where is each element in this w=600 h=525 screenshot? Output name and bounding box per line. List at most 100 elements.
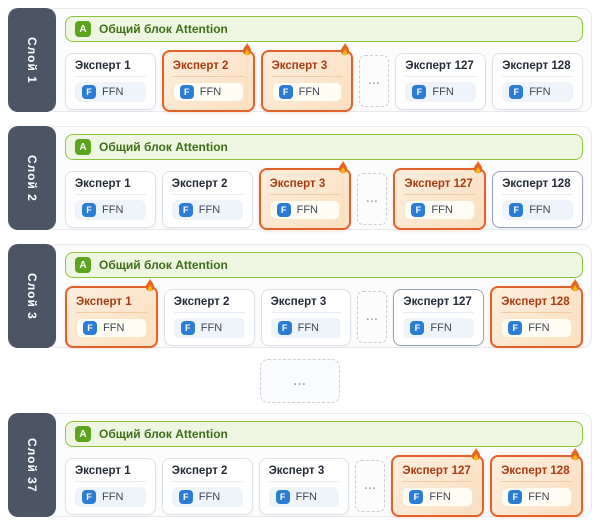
ffn-block: F FFN [75, 81, 146, 102]
divider [502, 193, 573, 195]
expert-title: Эксперт 1 [75, 177, 131, 190]
ffn-icon: F [82, 489, 96, 504]
expert-card: Эксперт 128 F FFN [490, 278, 583, 348]
experts-row: Эксперт 1 F FFN Эксперт 2 F FFN Эксперт … [65, 447, 583, 517]
ffn-block: F FFN [271, 82, 343, 102]
ffn-label: FFN [296, 204, 318, 216]
ffn-block: F FFN [502, 199, 573, 220]
expert-card: Эксперт 3 F FFN [258, 457, 350, 515]
expert-title: Эксперт 127 [402, 465, 471, 477]
ffn-block: F FFN [268, 486, 340, 507]
expert-card: Эксперт 127 F FFN [393, 160, 487, 230]
ffn-label: FFN [199, 86, 222, 98]
expert-title: Эксперт 3 [268, 464, 325, 477]
attention-icon: A [75, 426, 91, 442]
expert-card: Эксперт 127 F FFN [395, 52, 487, 110]
divider [268, 480, 340, 482]
divider [271, 76, 343, 77]
layer-row: Слой 1 A Общий блок Attention Эксперт 1 … [8, 8, 592, 112]
ffn-label: FFN [529, 203, 551, 216]
attention-block: A Общий блок Attention [65, 421, 583, 447]
experts-ellipsis: ... [355, 460, 386, 512]
expert-card: Эксперт 2 F FFN [161, 457, 253, 515]
expert-title: Эксперт 1 [76, 296, 132, 308]
ffn-icon: F [278, 85, 293, 99]
expert-title: Эксперт 1 [75, 464, 131, 477]
divider [75, 75, 146, 77]
expert-card: Эксперт 3 F FFN [260, 42, 354, 112]
expert-card: Эксперт 1 F FFN [65, 457, 156, 515]
ffn-icon: F [411, 203, 426, 217]
ffn-icon: F [83, 321, 97, 335]
layer-panel: A Общий блок Attention Эксперт 1 F FFN Э… [46, 126, 592, 230]
layer-panel: A Общий блок Attention Эксперт 1 F FFN Э… [46, 413, 592, 517]
ffn-icon: F [82, 202, 96, 217]
fire-icon [566, 446, 584, 464]
expert-card: Эксперт 1 F FFN [65, 170, 156, 228]
ffn-label: FFN [429, 491, 451, 503]
fire-icon [469, 159, 487, 177]
ffn-block: F FFN [270, 317, 342, 338]
expert-title: Эксперт 128 [502, 59, 571, 72]
ffn-block: F FFN [172, 82, 244, 102]
layer-row: Слой 3 A Общий блок Attention Эксперт 1 … [8, 244, 592, 348]
divider [75, 480, 146, 482]
divider [502, 75, 573, 77]
layer-panel: A Общий блок Attention Эксперт 1 F FFN Э… [46, 244, 592, 348]
ffn-label: FFN [200, 321, 223, 334]
ffn-label: FFN [102, 490, 124, 503]
fire-icon [566, 277, 584, 295]
fire-icon [238, 41, 256, 59]
ffn-label: FFN [432, 85, 454, 98]
expert-card: Эксперт 128 F FFN [492, 52, 583, 110]
layer-panel: A Общий блок Attention Эксперт 1 F FFN Э… [46, 8, 592, 112]
attention-block: A Общий блок Attention [65, 252, 583, 278]
moe-architecture-diagram: Слой 1 A Общий блок Attention Эксперт 1 … [8, 8, 592, 517]
ffn-icon: F [409, 490, 424, 504]
attention-icon: A [75, 257, 91, 273]
expert-card: Эксперт 127 F FFN [393, 288, 485, 346]
expert-card: Эксперт 1 F FFN [65, 52, 156, 110]
ffn-label: FFN [295, 490, 317, 503]
fire-icon [334, 159, 352, 177]
ffn-block: F FFN [502, 81, 573, 102]
ffn-block: F FFN [501, 487, 572, 507]
ffn-block: F FFN [501, 318, 572, 338]
expert-card: Эксперт 2 F FFN [161, 42, 255, 112]
divider [76, 312, 147, 313]
ffn-icon: F [410, 320, 425, 335]
attention-block: A Общий блок Attention [65, 16, 583, 42]
experts-row: Эксперт 1 F FFN Эксперт 2 F FFN Эксперт … [65, 42, 583, 112]
attention-label: Общий блок Attention [99, 427, 228, 441]
ffn-icon: F [509, 202, 524, 217]
attention-icon: A [75, 21, 91, 37]
expert-title: Эксперт 1 [75, 59, 131, 72]
attention-block: A Общий блок Attention [65, 134, 583, 160]
expert-card: Эксперт 127 F FFN [391, 447, 485, 517]
expert-card: Эксперт 3 F FFN [258, 160, 352, 230]
expert-title: Эксперт 2 [171, 177, 228, 190]
divider [402, 481, 474, 482]
expert-title: Эксперт 2 [173, 295, 230, 308]
ffn-label: FFN [298, 86, 320, 98]
layers-ellipsis: ... [260, 358, 340, 403]
ffn-icon: F [179, 85, 194, 99]
ffn-block: F FFN [402, 487, 474, 507]
divider [270, 311, 342, 313]
divider [173, 311, 245, 313]
expert-card: Эксперт 128 F FFN [492, 170, 583, 228]
ffn-icon: F [277, 320, 292, 335]
divider [75, 193, 146, 195]
layer-label: Слой 3 [8, 244, 56, 348]
ffn-icon: F [508, 321, 523, 335]
experts-ellipsis: ... [357, 173, 388, 225]
ffn-label: FFN [103, 322, 125, 334]
ffn-label: FFN [297, 321, 319, 334]
ffn-block: F FFN [269, 200, 341, 220]
layer-label: Слой 2 [8, 126, 56, 230]
divider [171, 480, 243, 482]
divider [403, 311, 475, 313]
layer-label: Слой 1 [8, 8, 56, 112]
ffn-block: F FFN [404, 200, 476, 220]
ffn-block: F FFN [75, 486, 146, 507]
